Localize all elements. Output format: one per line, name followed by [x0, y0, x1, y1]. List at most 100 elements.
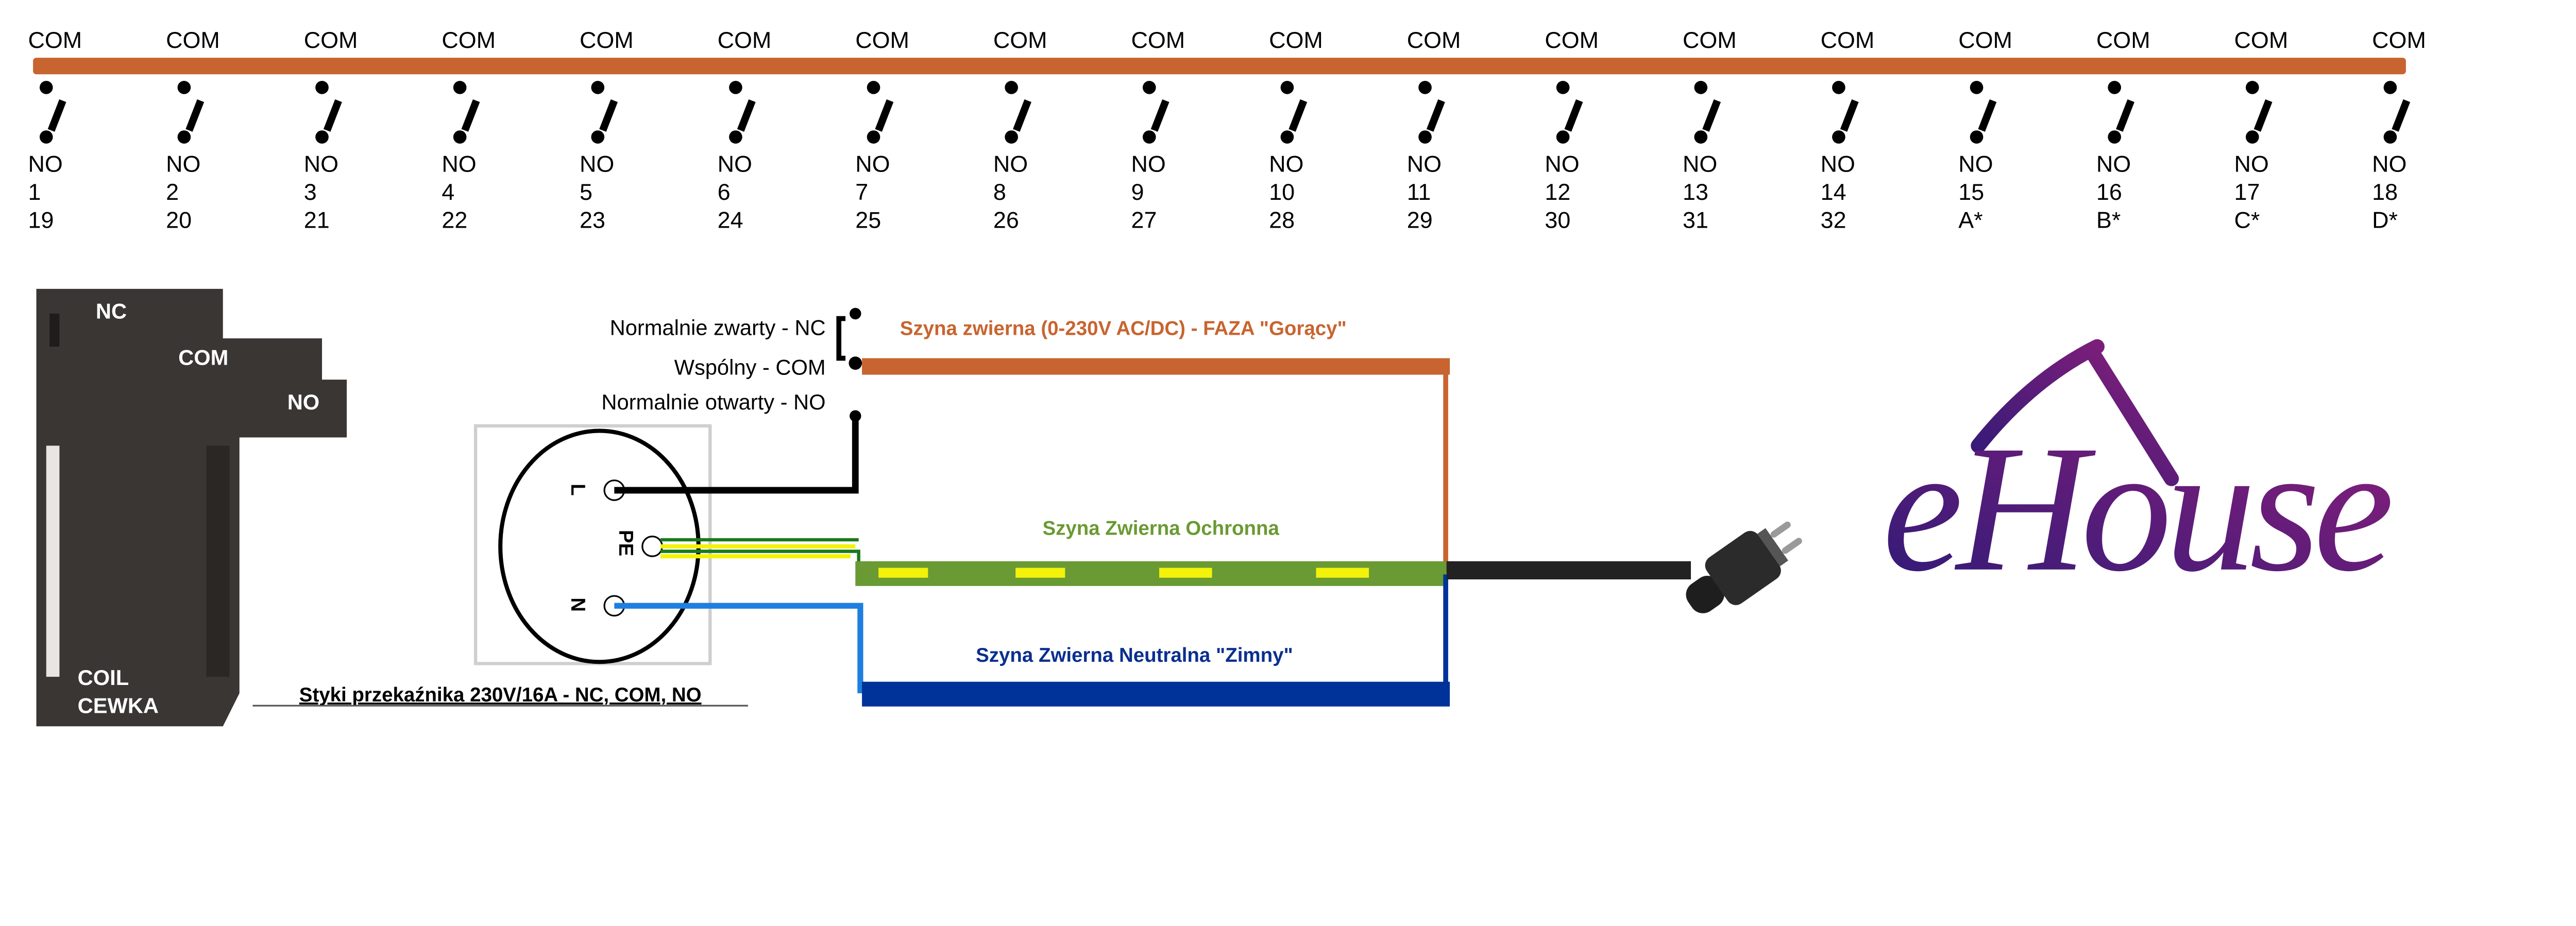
contact-number-alt: 32	[1821, 207, 1846, 233]
com-terminal	[729, 81, 742, 94]
switch-lever	[1150, 99, 1170, 132]
phase-rail-label: Szyna zwierna (0-230V AC/DC) - FAZA "Gor…	[900, 318, 1347, 340]
contact-number: 17	[2234, 179, 2260, 205]
contact-number: 5	[580, 179, 592, 205]
no-label: NO	[2096, 150, 2131, 177]
com-terminal	[1694, 81, 1708, 94]
no-terminal	[453, 130, 467, 144]
contact-number: 7	[855, 179, 868, 205]
no-label: NO	[442, 150, 476, 177]
contact-number: 14	[1821, 179, 1846, 205]
no-label: NO	[28, 150, 62, 177]
neutral-rise	[1443, 574, 1448, 690]
com-label: COM	[2096, 27, 2150, 53]
com-terminal	[315, 81, 329, 94]
no-label: NO	[1683, 150, 1717, 177]
no-label: NO	[1269, 150, 1303, 177]
com-terminal	[1418, 81, 1432, 94]
no-label: NO	[1407, 150, 1442, 177]
no-label: NO	[1821, 150, 1855, 177]
relay-label-coil: COIL	[78, 665, 129, 690]
live-wire	[614, 416, 859, 494]
socket-label-pe: PE	[615, 530, 637, 556]
switch-lever	[185, 99, 205, 132]
no-label: NO	[166, 150, 200, 177]
contact-number-alt: 26	[993, 207, 1019, 233]
no-terminal	[1556, 130, 1570, 144]
com-label: COM	[2234, 27, 2289, 53]
com-label: COM	[855, 27, 909, 53]
no-label: NO	[855, 150, 890, 177]
contact-number-alt: 22	[442, 207, 467, 233]
phase-drop	[1443, 366, 1448, 571]
com-label: COM	[580, 27, 634, 53]
no-terminal	[1832, 130, 1845, 144]
contact-row: COMNO119COMNO220COMNO321COMNO422COMNO523…	[28, 27, 2426, 233]
contact-number-alt: 30	[1545, 207, 1570, 233]
legend-com: Wspólny - COM	[674, 355, 826, 380]
contact-number-alt: 24	[718, 207, 743, 233]
com-terminal	[1970, 81, 1984, 94]
com-label: COM	[718, 27, 772, 53]
switch-lever	[47, 99, 66, 132]
contact-number-alt: 28	[1269, 207, 1295, 233]
com-terminal	[2245, 81, 2259, 94]
no-label: NO	[1131, 150, 1166, 177]
no-terminal	[2108, 130, 2121, 144]
no-terminal	[1005, 130, 1018, 144]
com-terminal	[2383, 81, 2397, 94]
no-terminal	[315, 130, 329, 144]
no-label: NO	[1545, 150, 1579, 177]
switch-lever	[1289, 99, 1308, 132]
contact-number-alt: B*	[2096, 207, 2121, 233]
com-terminal	[453, 81, 467, 94]
relay-label-cewka: CEWKA	[78, 694, 159, 718]
contact-number: 12	[1545, 179, 1570, 205]
no-label: NO	[718, 150, 752, 177]
socket-label-n: N	[567, 597, 589, 612]
com-label: COM	[1683, 27, 1737, 53]
com-label: COM	[1407, 27, 1461, 53]
no-terminal	[177, 130, 191, 144]
switch-lever	[875, 99, 894, 132]
contact-number-alt: 21	[304, 207, 330, 233]
switch-lever	[599, 99, 618, 132]
com-terminal	[2108, 81, 2121, 94]
legend-nc: Normalnie zwarty - NC	[610, 316, 826, 340]
com-label: COM	[1269, 27, 1323, 53]
com-terminal	[591, 81, 605, 94]
no-label: NO	[580, 150, 614, 177]
contact-number: 18	[2372, 179, 2398, 205]
contact-number-alt: C*	[2234, 207, 2260, 233]
socket-label-l: L	[567, 484, 589, 496]
protective-rail-stripes	[878, 568, 1369, 578]
diagram-caption: Styki przekaźnika 230V/16A - NC, COM, NO	[299, 684, 702, 706]
com-terminal	[1005, 81, 1018, 94]
switch-lever	[1978, 99, 1997, 132]
relay-label-com: COM	[178, 345, 228, 369]
contact-number-alt: 29	[1407, 207, 1433, 233]
no-terminal	[39, 130, 53, 144]
com-label: COM	[2372, 27, 2426, 53]
contact-number: 16	[2096, 179, 2122, 205]
no-terminal	[1694, 130, 1708, 144]
com-terminal	[867, 81, 880, 94]
switch-lever	[1426, 99, 1445, 132]
contact-number: 9	[1131, 179, 1144, 205]
switch-lever	[2392, 99, 2411, 132]
relay-socket-photo: NC COM NO COIL CEWKA	[36, 288, 347, 727]
ehouse-logo: eHouse	[1883, 339, 2397, 609]
